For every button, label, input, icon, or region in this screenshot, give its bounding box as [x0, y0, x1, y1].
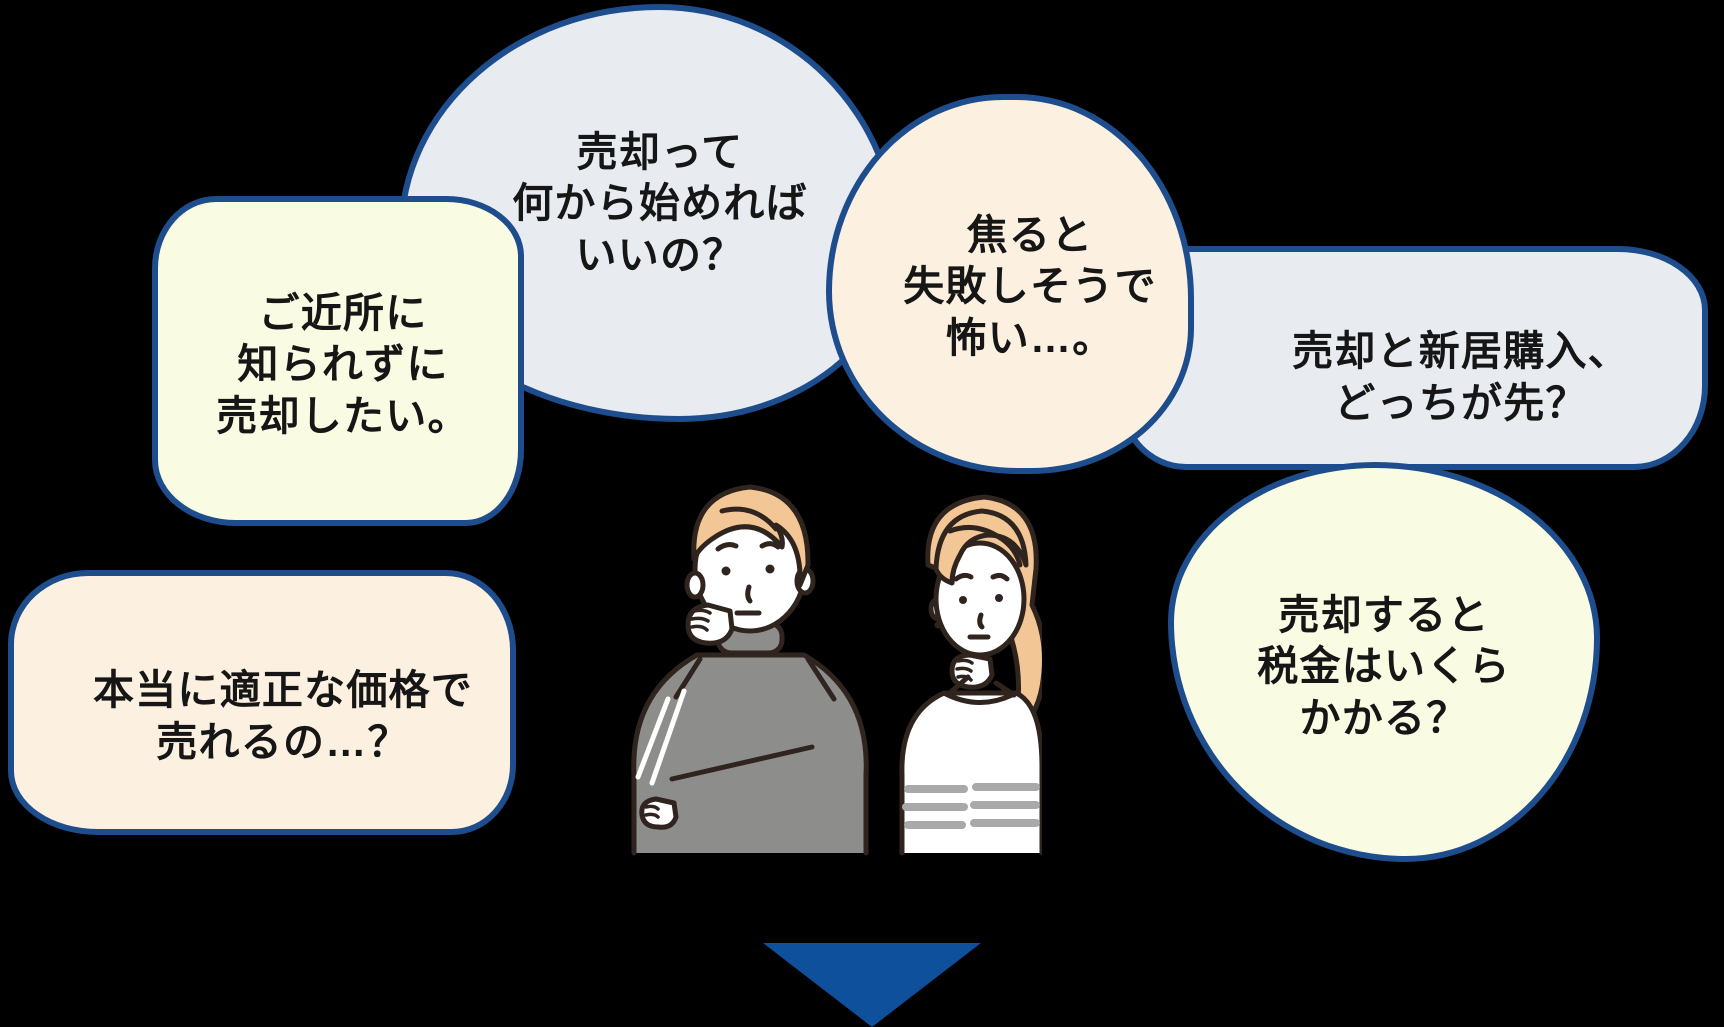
- woman-figure: [899, 494, 1042, 856]
- speech-bubble-without-neighbors-knowing: ご近所に 知られずに 売却したい。: [152, 196, 524, 526]
- bubble-text-sell-or-buy-first: 売却と新居購入、 どっちが先？: [1292, 328, 1630, 426]
- bubble-text-afraid-of-failure: 焦ると 失敗しそうで 怖い…。: [903, 211, 1157, 361]
- man-figure: [631, 484, 869, 856]
- bubble-text-without-neighbors-knowing: ご近所に 知られずに 売却したい。: [216, 289, 470, 439]
- speech-bubble-tax-cost: 売却すると 税金はいくら かかる？: [1168, 462, 1600, 862]
- speech-bubble-afraid-of-failure: 焦ると 失敗しそうで 怖い…。: [826, 94, 1194, 474]
- bubble-text-fair-price: 本当に適正な価格で 売れるの…？: [92, 666, 474, 765]
- down-triangle-icon: [763, 943, 981, 1027]
- bubble-text-tax-cost: 売却すると 税金はいくら かかる？: [1257, 591, 1511, 741]
- thinking-couple-illustration: [631, 484, 1042, 856]
- speech-bubble-sell-or-buy-first: 売却と新居購入、 どっちが先？: [1116, 246, 1708, 470]
- speech-bubble-fair-price: 本当に適正な価格で 売れるの…？: [8, 570, 516, 835]
- bubble-text-how-to-start: 売却って 何から始めれば いいの？: [512, 128, 808, 278]
